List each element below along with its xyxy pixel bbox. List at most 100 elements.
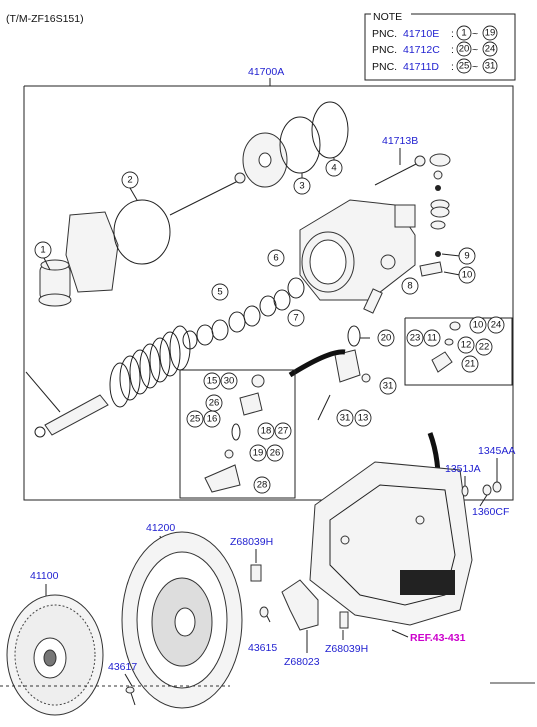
label-Z68023[interactable]: Z68023: [284, 656, 320, 668]
svg-text:20: 20: [381, 333, 392, 344]
svg-text:41712C: 41712C: [403, 44, 440, 56]
callout-3[interactable]: [293, 177, 311, 195]
note-title: NOTE: [373, 11, 402, 23]
svg-text:22: 22: [479, 342, 490, 353]
svg-text:8: 8: [407, 281, 412, 292]
label-1360CF[interactable]: 1360CF: [472, 506, 509, 518]
pressure-plate: [121, 531, 243, 709]
svg-text:11: 11: [427, 333, 437, 344]
bolt-43615: [259, 606, 269, 618]
callout-2[interactable]: [121, 171, 139, 189]
svg-text:28: 28: [257, 480, 268, 491]
label-41200[interactable]: 41200: [146, 522, 175, 534]
svg-text:3: 3: [299, 181, 304, 192]
push-rod: [169, 172, 246, 216]
label-41700A[interactable]: 41700A: [248, 66, 284, 78]
o-ring-large: [113, 199, 171, 265]
label-43615[interactable]: 43615: [248, 642, 277, 654]
svg-text:15: 15: [207, 376, 218, 387]
svg-text:30: 30: [224, 376, 235, 387]
ring-3: [279, 116, 321, 174]
release-bearing: [38, 259, 72, 307]
svg-text:21: 21: [465, 359, 476, 370]
svg-text::: :: [451, 44, 454, 56]
svg-text:7: 7: [293, 313, 298, 324]
slave-cylinder-housing: [299, 199, 416, 301]
callout-6[interactable]: [267, 249, 285, 267]
pin-top: [250, 564, 262, 582]
svg-text:6: 6: [273, 253, 278, 264]
note-row-1: PNC. 41710E : 1 ~ 19: [372, 25, 498, 41]
note-row-2: PNC. 41712C : 20 ~ 24: [372, 41, 498, 57]
svg-text:25: 25: [190, 414, 201, 425]
svg-text:24: 24: [491, 320, 502, 331]
ring-4: [311, 101, 349, 159]
washer-1360CF: [482, 484, 492, 496]
svg-text:26: 26: [209, 398, 220, 409]
label-Z68039H-top[interactable]: Z68039H: [230, 536, 273, 548]
callout-9[interactable]: [458, 247, 476, 265]
model-code: (T/M-ZF16S151): [6, 13, 84, 25]
svg-text:19: 19: [253, 448, 264, 459]
svg-text:13: 13: [358, 413, 369, 424]
pin-bottom: [339, 611, 349, 629]
svg-text:4: 4: [331, 163, 336, 174]
label-Z68039H-bottom[interactable]: Z68039H: [325, 643, 368, 655]
label-1345AA[interactable]: 1345AA: [478, 445, 515, 457]
inset-box-upper: 23 11 10 24 12 22 21: [404, 316, 513, 386]
label-1351JA[interactable]: 1351JA: [445, 463, 481, 475]
bolt-31-15: [317, 394, 331, 421]
svg-text:27: 27: [278, 426, 289, 437]
cap-stack: [429, 153, 451, 230]
bolt-43617: [125, 686, 136, 706]
flow-arrow: [288, 349, 346, 378]
label-41713B[interactable]: 41713B: [382, 135, 418, 147]
svg-text:12: 12: [461, 340, 472, 351]
bleeder-screw: [374, 155, 426, 186]
svg-text:2: 2: [127, 175, 132, 186]
svg-text:24: 24: [485, 44, 496, 55]
inset-box-lower: 15 30 26 25 16 18 27 19 26 28: [179, 369, 296, 499]
svg-text:41710E: 41710E: [403, 28, 439, 40]
valve-spring-20: [347, 288, 383, 347]
svg-text:~: ~: [472, 61, 478, 73]
svg-text:18: 18: [261, 426, 272, 437]
callout-5[interactable]: [211, 283, 229, 301]
note-row-3: PNC. 41711D : 25 ~ 31: [372, 58, 498, 74]
clutch-disc: [6, 594, 104, 716]
callout-31[interactable]: [379, 377, 397, 395]
callout-7[interactable]: [287, 309, 305, 327]
svg-text:PNC.: PNC.: [372, 61, 397, 73]
clutch-spring: [109, 325, 191, 408]
callout-8[interactable]: [401, 277, 419, 295]
svg-text:~: ~: [472, 44, 478, 56]
callout-1[interactable]: [34, 241, 52, 259]
svg-text:31: 31: [383, 381, 394, 392]
svg-text:~: ~: [472, 28, 478, 40]
svg-text:23: 23: [410, 333, 421, 344]
svg-text:41711D: 41711D: [403, 61, 439, 73]
svg-text:25: 25: [459, 61, 470, 72]
bolt-1345AA: [492, 481, 502, 493]
assembly-frame: [23, 85, 514, 501]
callout-20[interactable]: [377, 329, 395, 347]
svg-text:PNC.: PNC.: [372, 44, 397, 56]
svg-text:1: 1: [461, 28, 466, 39]
svg-text:31: 31: [340, 413, 351, 424]
piston-shaft: [34, 394, 109, 438]
svg-text:PNC.: PNC.: [372, 28, 397, 40]
piston-assembly: [334, 349, 371, 383]
callout-4[interactable]: [325, 159, 343, 177]
svg-text::: :: [451, 61, 454, 73]
release-fork: [281, 579, 319, 631]
label-41100[interactable]: 41100: [30, 570, 59, 582]
callout-10[interactable]: [458, 266, 476, 284]
ref-link[interactable]: REF.43-431: [410, 632, 466, 644]
svg-text:1: 1: [40, 245, 45, 256]
label-43617[interactable]: 43617: [108, 661, 137, 673]
svg-text:19: 19: [485, 28, 496, 39]
svg-text:26: 26: [270, 448, 281, 459]
svg-text::: :: [451, 28, 454, 40]
svg-text:10: 10: [473, 320, 484, 331]
